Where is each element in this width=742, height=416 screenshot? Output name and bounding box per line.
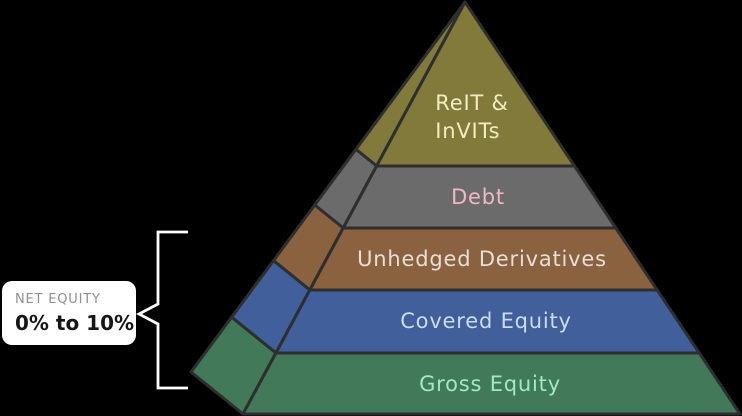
layer-label-reit-invits: ReIT & InVITs	[435, 89, 508, 145]
layer-label-unhedged-derivatives: Unhedged Derivatives	[357, 245, 607, 273]
layer-label-line: Debt	[451, 185, 505, 209]
layer-label-debt: Debt	[451, 183, 505, 211]
layer-label-line: ReIT &	[435, 91, 509, 115]
layer-label-covered-equity: Covered Equity	[400, 307, 572, 335]
brace-icon	[135, 230, 188, 390]
layer-gross-equity-front	[241, 351, 742, 416]
layer-label-line: Unhedged Derivatives	[357, 247, 607, 271]
callout-title: NET EQUITY	[15, 291, 101, 307]
layer-label-line: InVITs	[435, 119, 501, 143]
callout-value: 0% to 10%	[15, 310, 135, 335]
layer-label-line: Covered Equity	[400, 309, 572, 333]
layer-label-gross-equity: Gross Equity	[419, 370, 561, 398]
net-equity-callout: NET EQUITY 0% to 10%	[2, 281, 136, 345]
layer-label-line: Gross Equity	[419, 372, 561, 396]
